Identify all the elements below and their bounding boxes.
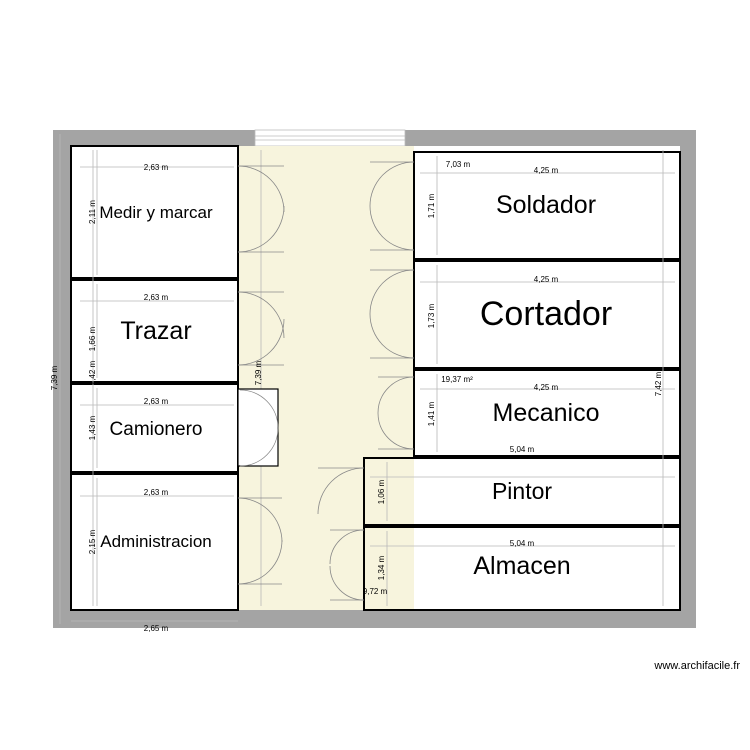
room-trazar	[70, 279, 239, 383]
dim-mecanico-height: 1,41 m	[427, 401, 436, 426]
dim-inner-left-height: 7,42 m	[88, 360, 97, 385]
room-pintor	[363, 457, 681, 526]
dim-cortador-width: 4,25 m	[534, 275, 559, 284]
dim-soldador-width: 4,25 m	[534, 166, 559, 175]
dim-almacen-width: 5,04 m	[510, 539, 535, 548]
room-administracion	[70, 473, 239, 611]
dim-camionero-height: 1,43 m	[88, 415, 97, 440]
dim-pintor-height: 1,06 m	[377, 479, 386, 504]
door-almacen	[329, 529, 365, 601]
dim-corridor-bottom-width: 9,72 m	[363, 587, 388, 596]
window	[254, 129, 406, 147]
dimension-lines	[59, 134, 675, 624]
door-medir	[237, 165, 285, 253]
door-camionero	[237, 388, 279, 467]
dim-medir-height: 2,11 m	[88, 200, 97, 224]
door-pintor	[317, 467, 365, 515]
room-label-camionero: Camionero	[110, 419, 203, 440]
room-mecanico	[413, 369, 681, 457]
room-medir	[70, 145, 239, 279]
dim-corridor-top-width: 7,03 m	[446, 160, 471, 169]
dim-trazar-height: 1,66 m	[88, 326, 97, 351]
room-label-trazar: Trazar	[120, 317, 191, 345]
room-cortador	[413, 260, 681, 369]
door-soldador	[369, 161, 415, 251]
room-label-administracion: Administracion	[100, 532, 212, 551]
dim-administracion-width: 2,63 m	[144, 488, 169, 497]
door-administracion	[237, 497, 283, 585]
room-label-medir: Medir y marcar	[99, 203, 213, 222]
dim-pintor-width: 5,04 m	[510, 445, 535, 454]
dim-cortador-height: 1,73 m	[427, 303, 436, 328]
room-label-soldador: Soldador	[496, 191, 596, 219]
dim-administracion-height: 2,15 m	[88, 529, 97, 554]
door-cortador	[369, 269, 415, 359]
room-soldador	[413, 151, 681, 260]
dim-soldador-height: 1,71 m	[427, 193, 436, 218]
room-label-cortador: Cortador	[480, 295, 612, 333]
doors	[237, 161, 415, 601]
dim-corridor-length: 7,39 m	[254, 360, 263, 385]
dim-overall-left-height: 7,39 m	[50, 365, 59, 390]
dim-corridor-area: 19,37 m²	[441, 375, 473, 384]
door-trazar-lower	[237, 318, 285, 366]
corridor-lower	[238, 458, 364, 610]
room-label-mecanico: Mecanico	[493, 399, 600, 427]
dim-medir-width: 2,63 m	[144, 163, 169, 172]
dim-overall-right-height: 7,42 m	[654, 371, 663, 396]
door-mecanico	[377, 376, 415, 450]
dim-almacen-height: 1,34 m	[377, 555, 386, 580]
dim-camionero-width: 2,63 m	[144, 397, 169, 406]
watermark: www.archifacile.fr	[654, 660, 740, 672]
dim-trazar-width: 2,63 m	[144, 293, 169, 302]
room-label-almacen: Almacen	[473, 552, 570, 580]
room-label-pintor: Pintor	[492, 478, 552, 504]
dim-overall-bottom-width: 2,65 m	[144, 624, 169, 633]
dim-mecanico-width: 4,25 m	[534, 383, 559, 392]
room-almacen	[363, 526, 681, 611]
